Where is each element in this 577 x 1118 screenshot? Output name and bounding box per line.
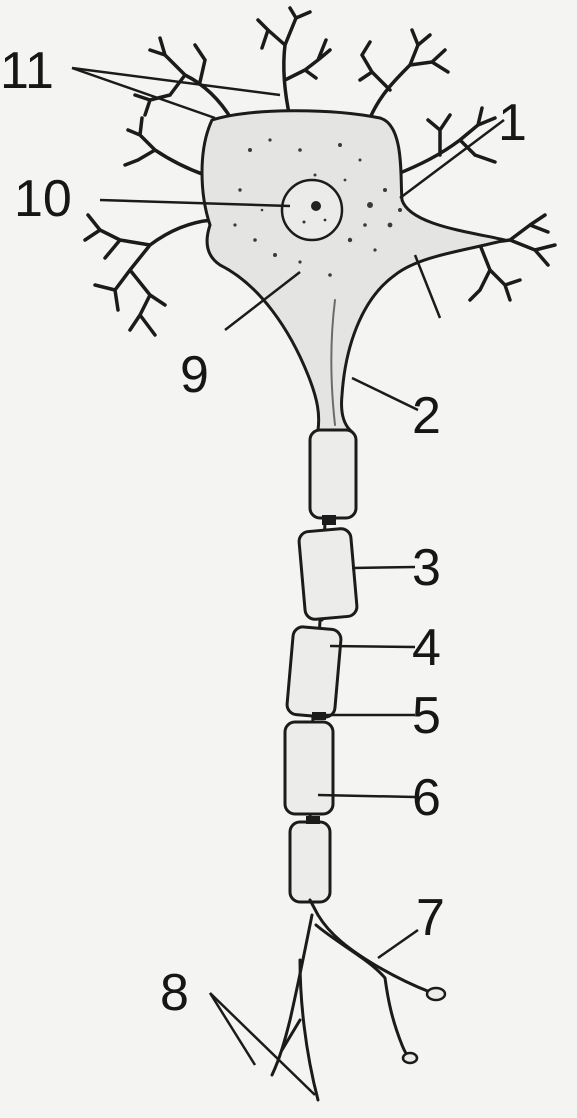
label-11: 11	[0, 42, 54, 100]
label-2: 2	[412, 387, 441, 445]
node-of-ranvier	[306, 816, 320, 824]
myelin-sheath-segment	[310, 430, 356, 518]
label-6: 6	[412, 769, 441, 827]
synaptic-knob	[427, 988, 445, 1000]
node-of-ranvier	[322, 515, 336, 525]
label-3: 3	[412, 539, 441, 597]
myelin-sheath-segment	[298, 528, 357, 620]
axon-terminals	[272, 900, 430, 1100]
nucleolus	[311, 201, 321, 211]
label-10: 10	[14, 170, 72, 228]
label-1: 1	[498, 94, 527, 152]
label-5: 5	[412, 687, 441, 745]
label-9: 9	[180, 346, 209, 404]
label-7: 7	[416, 889, 445, 947]
cell-body	[202, 111, 505, 430]
nucleus	[282, 180, 342, 240]
label-8: 8	[160, 964, 189, 1022]
myelin-sheath-segment	[286, 626, 341, 718]
synaptic-knob	[403, 1053, 417, 1063]
axon	[285, 430, 358, 902]
label-4: 4	[412, 619, 441, 677]
myelin-sheath-segment	[290, 822, 330, 902]
myelin-sheath-segment	[285, 722, 333, 814]
